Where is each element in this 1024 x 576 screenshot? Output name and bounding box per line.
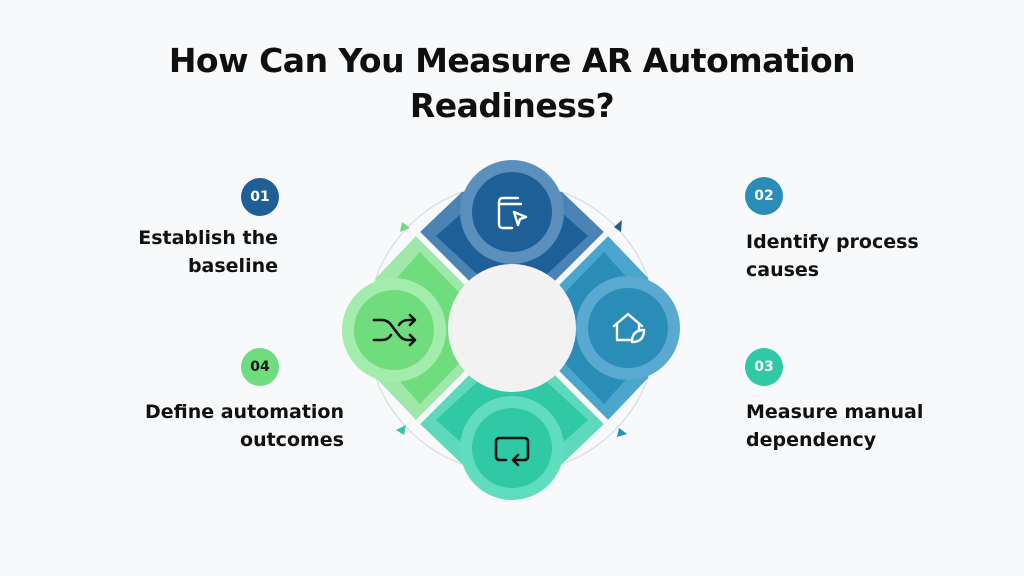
node-top — [460, 160, 564, 264]
node-right — [576, 276, 680, 380]
ring-arrow-bottom-left — [396, 425, 406, 435]
step-04-number: 04 — [250, 359, 270, 375]
ring-arrow-top-right — [614, 220, 622, 232]
mobile-cursor-icon — [497, 196, 528, 230]
step-03-label: Measure manual dependency — [746, 398, 923, 454]
title-line-2: Readiness? — [409, 86, 615, 125]
step-03-badge: 03 — [745, 348, 783, 386]
step-01-label: Establish the baseline — [138, 224, 278, 280]
step-04-badge: 04 — [241, 348, 279, 386]
ring-arrow-top-left — [400, 222, 410, 232]
step-01-line-2: baseline — [187, 255, 278, 277]
shuffle-icon — [372, 313, 417, 347]
step-02-line-1: Identify process — [746, 231, 919, 253]
step-02-label: Identify process causes — [746, 228, 919, 284]
center-circle — [448, 264, 576, 392]
step-02-badge: 02 — [745, 177, 783, 215]
step-01-number: 01 — [250, 189, 270, 205]
step-01-line-1: Establish the — [138, 227, 278, 249]
step-03-line-2: dependency — [746, 429, 877, 451]
diagram-title: How Can You Measure AR Automation Readin… — [0, 38, 1024, 128]
title-line-1: How Can You Measure AR Automation — [168, 41, 856, 80]
step-01-badge: 01 — [241, 178, 279, 216]
step-04-label: Define automation outcomes — [145, 398, 344, 454]
step-04-line-2: outcomes — [240, 429, 344, 451]
node-left — [342, 278, 446, 382]
ring-arrow-bottom-right — [617, 428, 627, 437]
node-bottom — [460, 396, 564, 500]
step-02-number: 02 — [754, 188, 774, 204]
home-leaf-icon — [612, 312, 646, 344]
step-02-line-2: causes — [746, 259, 820, 281]
step-03-number: 03 — [754, 359, 774, 375]
step-03-line-1: Measure manual — [746, 401, 924, 423]
repeat-icon — [494, 436, 530, 467]
step-04-line-1: Define automation — [144, 401, 344, 423]
